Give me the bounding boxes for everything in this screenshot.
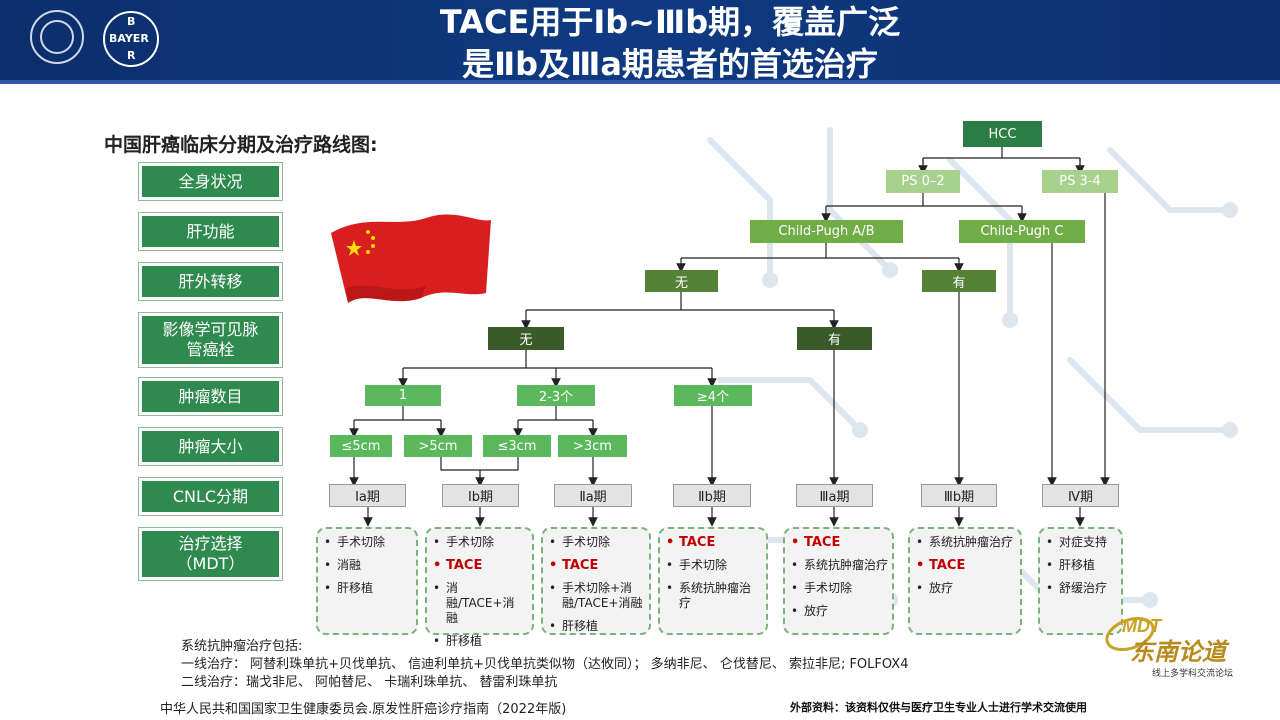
treatment-item: 手术切除 xyxy=(791,581,888,596)
notes-second-line: 二线治疗：瑞戈非尼、 阿帕替尼、 卡瑞利珠单抗、 替雷利珠单抗 xyxy=(181,675,558,690)
forum-watermark-icon: MDT 东南论道 线上多学科交流论坛 xyxy=(1105,616,1233,679)
treatment-item: 消融/TACE+消融 xyxy=(433,581,516,626)
treatment-item-tace: TACE xyxy=(433,558,528,573)
node-size-le3: ≤3cm xyxy=(483,435,551,457)
treatment-item-tace: TACE xyxy=(549,558,645,573)
stage-3a: Ⅲa期 xyxy=(796,484,873,507)
treatment-box-2b: TACE 手术切除 系统抗肿瘤治疗 xyxy=(658,527,768,635)
node-metastasis-no: 无 xyxy=(645,270,718,292)
treatment-item: 手术切除+消融/TACE+消融 xyxy=(549,581,646,611)
treatment-item-tace: TACE xyxy=(916,558,1016,573)
treatment-box-1b: 手术切除 TACE 消融/TACE+消融 肝移植 xyxy=(425,527,534,649)
label-treatment-choice: 治疗选择（MDT） xyxy=(139,528,282,580)
treatment-item-tace: TACE xyxy=(791,535,888,550)
node-number-2-3: 2-3个 xyxy=(517,385,595,406)
node-ps-good: PS 0–2 xyxy=(886,170,960,193)
label-tumor-number: 肿瘤数目 xyxy=(139,378,282,415)
treatment-box-2a: 手术切除 TACE 手术切除+消融/TACE+消融 肝移植 xyxy=(541,527,651,635)
label-vascular-invasion: 影像学可见脉管癌栓 xyxy=(139,313,282,367)
stage-1a: Ⅰa期 xyxy=(329,484,406,507)
node-metastasis-yes: 有 xyxy=(922,270,996,292)
treatment-item: 放疗 xyxy=(791,604,888,619)
systemic-therapy-notes: 系统抗肿瘤治疗包括: 一线治疗： 阿替利珠单抗+贝伐单抗、 信迪利单抗+贝伐单抗… xyxy=(181,638,908,692)
node-size-le5: ≤5cm xyxy=(330,435,392,457)
node-child-pugh-c: Child-Pugh C xyxy=(959,220,1085,243)
node-vascular-no: 无 xyxy=(488,327,564,350)
svg-text:线上多学科交流论坛: 线上多学科交流论坛 xyxy=(1152,667,1233,679)
node-child-pugh-ab: Child-Pugh A/B xyxy=(750,220,903,243)
source-citation: 中华人民共和国国家卫生健康委员会.原发性肝癌诊疗指南（2022年版) xyxy=(160,702,567,717)
treatment-item: 系统抗肿瘤治疗 xyxy=(666,581,762,611)
diagram-subtitle: 中国肝癌临床分期及治疗路线图: xyxy=(104,134,378,156)
treatment-box-1a: 手术切除 消融 肝移植 xyxy=(316,527,418,635)
china-flag-icon xyxy=(331,214,491,303)
header-band xyxy=(0,80,1280,84)
header-banner: B BAYER R TACE用于Ⅰb~Ⅲb期，覆盖广泛 是Ⅱb及Ⅲa期患者的首选… xyxy=(0,0,1280,84)
svg-text:东南论道: 东南论道 xyxy=(1130,638,1230,666)
node-size-gt5: >5cm xyxy=(404,435,472,457)
page-title-line1: TACE用于Ⅰb~Ⅲb期，覆盖广泛 xyxy=(439,3,901,41)
node-hcc: HCC xyxy=(963,121,1042,147)
treatment-item: 手术切除 xyxy=(433,535,528,550)
notes-heading: 系统抗肿瘤治疗包括: xyxy=(181,639,303,654)
hospital-logo-icon xyxy=(30,10,84,64)
treatment-item: 肝移植 xyxy=(549,619,645,634)
label-general-condition: 全身状况 xyxy=(139,163,282,200)
disclaimer: 外部资料：该资料仅供与医疗卫生专业人士进行学术交流使用 xyxy=(790,701,1087,714)
label-cnlc-stage: CNLC分期 xyxy=(139,478,282,515)
stage-4: Ⅳ期 xyxy=(1042,484,1119,507)
stage-2b: Ⅱb期 xyxy=(673,484,751,507)
node-vascular-yes: 有 xyxy=(797,327,872,350)
treatment-item: 对症支持 xyxy=(1046,535,1117,550)
treatment-item: 手术切除 xyxy=(324,535,412,550)
treatment-item-tace: TACE xyxy=(666,535,762,550)
node-size-gt3: >3cm xyxy=(558,435,627,457)
bayer-logo-icon: B BAYER R xyxy=(103,11,159,67)
treatment-box-3b: 系统抗肿瘤治疗 TACE 放疗 xyxy=(908,527,1022,635)
treatment-item: 系统抗肿瘤治疗 xyxy=(916,535,1016,550)
node-number-1: 1 xyxy=(365,385,441,406)
notes-first-line: 一线治疗： 阿替利珠单抗+贝伐单抗、 信迪利单抗+贝伐单抗类似物（达攸同）； 多… xyxy=(181,657,909,672)
label-liver-function: 肝功能 xyxy=(139,213,282,250)
svg-text:MDT: MDT xyxy=(1122,616,1163,636)
page-title-line2: 是Ⅱb及Ⅲa期患者的首选治疗 xyxy=(462,45,878,83)
label-tumor-size: 肿瘤大小 xyxy=(139,428,282,465)
treatment-item: 肝移植 xyxy=(1046,558,1117,573)
treatment-item: 肝移植 xyxy=(433,634,528,649)
label-extrahepatic-metastasis: 肝外转移 xyxy=(139,263,282,300)
stage-2a: Ⅱa期 xyxy=(554,484,632,507)
treatment-item: 肝移植 xyxy=(324,581,412,596)
treatment-item: 消融 xyxy=(324,558,412,573)
treatment-item: 手术切除 xyxy=(666,558,762,573)
treatment-box-4: 对症支持 肝移植 舒缓治疗 xyxy=(1038,527,1123,635)
treatment-item: 手术切除 xyxy=(549,535,645,550)
stage-1b: Ⅰb期 xyxy=(442,484,519,507)
treatment-item: 舒缓治疗 xyxy=(1046,581,1117,596)
treatment-item: 系统抗肿瘤治疗 xyxy=(791,558,888,573)
treatment-item: 放疗 xyxy=(916,581,1016,596)
node-ps-poor: PS 3-4 xyxy=(1042,170,1118,193)
node-number-4plus: ≥4个 xyxy=(674,385,752,406)
treatment-box-3a: TACE 系统抗肿瘤治疗 手术切除 放疗 xyxy=(783,527,894,635)
stage-3b: Ⅲb期 xyxy=(921,484,997,507)
